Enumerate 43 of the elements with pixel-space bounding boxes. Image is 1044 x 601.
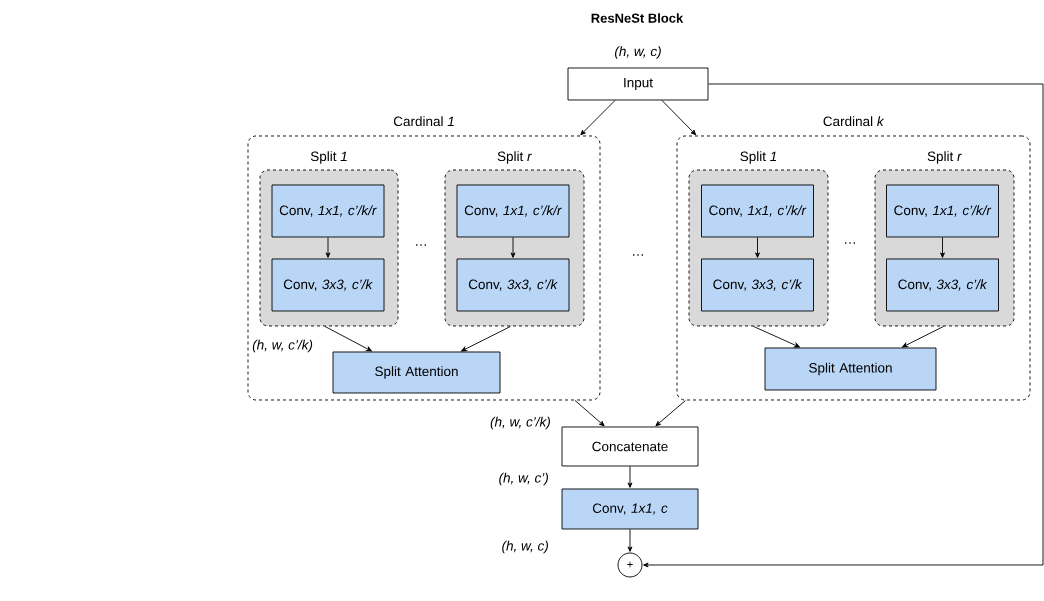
shape-label: (h, w, c) (615, 46, 661, 59)
layer-box: Split Attention (764, 347, 937, 391)
layer-box: Conv, 1x1, c’/k/r (701, 184, 814, 238)
arrow (461, 326, 511, 352)
title: ResNeSt Block (591, 13, 684, 23)
node-label: Split r (497, 151, 532, 164)
shape-label: (h, w, c) (502, 540, 548, 554)
layer-box: Conv, 1x1, c’/k/r (271, 184, 385, 238)
node-label: Split r (927, 151, 962, 164)
arrow (574, 400, 605, 427)
node-label: Cardinal 1 (393, 116, 454, 127)
arrow (325, 237, 331, 258)
node-label: Split 1 (310, 151, 347, 164)
arrow (940, 237, 945, 258)
dots: … (416, 244, 426, 246)
shape-label: (h, w, c’/k) (490, 416, 550, 430)
dots: … (633, 254, 643, 256)
arrow (753, 326, 800, 348)
arrow (627, 466, 633, 488)
arrow (755, 237, 760, 258)
layer-box: Conv, 1x1, c’/k/r (456, 184, 570, 238)
arrow (324, 326, 372, 352)
shape-label: (h, w, c’/k) (252, 339, 313, 353)
layer-box: Conv, 3x3, c’/k (886, 258, 999, 312)
shape-label: (h, w, c’) (499, 472, 548, 486)
arrow (627, 529, 633, 552)
node-label: Cardinal k (823, 116, 885, 127)
dots: … (845, 242, 855, 244)
layer-box: Conv, 1x1, c’/k/r (886, 184, 999, 238)
layer-box: Conv, 3x3, c’/k (701, 258, 814, 312)
layer-box: Split Attention (332, 351, 501, 394)
process-box: Concatenate (561, 426, 699, 467)
arrow (661, 100, 697, 136)
arrow (902, 326, 944, 348)
node-label: Split 1 (740, 151, 777, 164)
arrow (510, 237, 516, 258)
layer-box: Conv, 3x3, c’/k (456, 258, 570, 312)
arrow (643, 83, 1044, 568)
process-box: Input (567, 67, 709, 101)
layer-box: Conv, 1x1, c (561, 488, 699, 530)
arrow (655, 400, 686, 427)
arrow (580, 100, 616, 136)
layer-box: Conv, 3x3, c’/k (271, 258, 385, 312)
